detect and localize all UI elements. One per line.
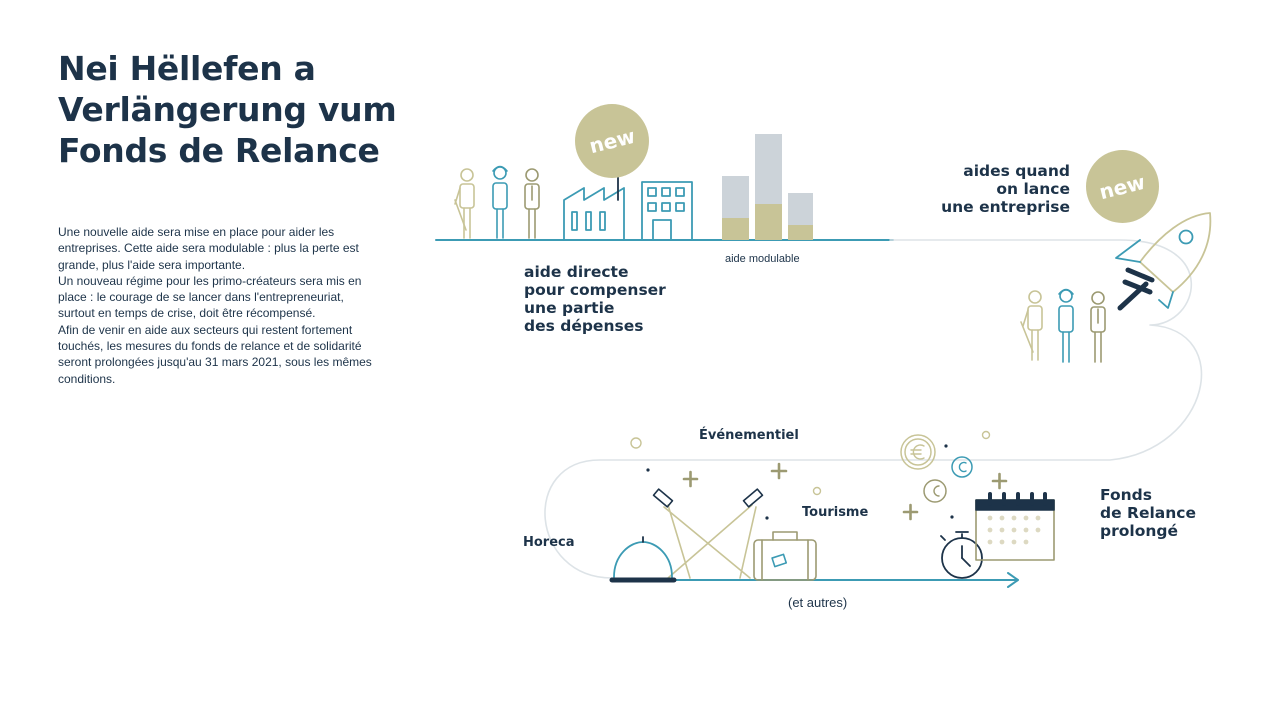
label-aides-quand-line-3: une entreprise	[941, 198, 1070, 216]
label-aides-quand-line-2: on lance	[996, 180, 1070, 198]
label-horeca: Horeca	[523, 535, 575, 550]
workers-icon	[454, 165, 540, 239]
intro-paragraph-2: Un nouveau régime pour les primo-créateu…	[58, 273, 362, 321]
euro-symbols	[910, 444, 967, 497]
label-aide-directe-line-3: une partie	[524, 299, 615, 317]
intro-text: Une nouvelle aide sera mise en place pou…	[58, 224, 378, 387]
journey-path	[544, 239, 1203, 579]
label-aide-directe-line-1: aide directe	[524, 263, 629, 281]
service-bell-icon	[609, 536, 677, 583]
intro-paragraph-1: Une nouvelle aide sera mise en place pou…	[58, 225, 359, 272]
arrow-head-icon	[1007, 572, 1019, 588]
label-fonds-line-2: de Relance	[1100, 504, 1196, 522]
new-badge-2: new	[1086, 150, 1159, 223]
euro-coins-icon	[900, 434, 973, 503]
title-line-2: Verlängerung vum	[58, 90, 397, 129]
label-aides-quand-line-1: aides quand	[963, 162, 1070, 180]
workers-icon	[1020, 288, 1106, 363]
title-line-3: Fonds de Relance	[58, 131, 380, 170]
spotlights-icon	[652, 488, 764, 579]
label-fonds-relance: Fonds de Relance prolongé	[1100, 486, 1196, 540]
new-badge-1: new	[575, 104, 649, 178]
label-et-autres: (et autres)	[788, 595, 848, 610]
factory-icon	[563, 175, 693, 241]
label-fonds-line-3: prolongé	[1100, 522, 1178, 540]
modular-bars-icon	[722, 134, 813, 240]
new-badge-2-label: new	[1097, 169, 1148, 204]
label-aide-directe-line-4: des dépenses	[524, 317, 644, 335]
label-evenementiel: Événementiel	[699, 428, 799, 443]
label-aides-quand: aides quand on lance une entreprise	[920, 162, 1070, 216]
label-aide-directe-line-2: pour compenser	[524, 281, 666, 299]
suitcase-icon	[753, 531, 817, 581]
calendar-icon	[975, 492, 1055, 561]
stopwatch-icon	[940, 531, 983, 579]
label-fonds-line-1: Fonds	[1100, 486, 1152, 504]
new-badge-1-label: new	[586, 123, 638, 159]
title-line-1: Nei Hëllefen a	[58, 49, 316, 88]
label-aide-modulable: aide modulable	[725, 253, 800, 265]
plus-icon	[682, 462, 1008, 521]
label-aide-directe: aide directe pour compenser une partie d…	[524, 263, 666, 335]
rocket-icon	[1115, 212, 1212, 311]
page-title: Nei Hëllefen a Verlängerung vum Fonds de…	[58, 48, 438, 171]
decor-dots	[630, 430, 991, 520]
intro-paragraph-3: Afin de venir en aide aux secteurs qui r…	[58, 322, 372, 386]
label-tourisme: Tourisme	[802, 505, 869, 520]
